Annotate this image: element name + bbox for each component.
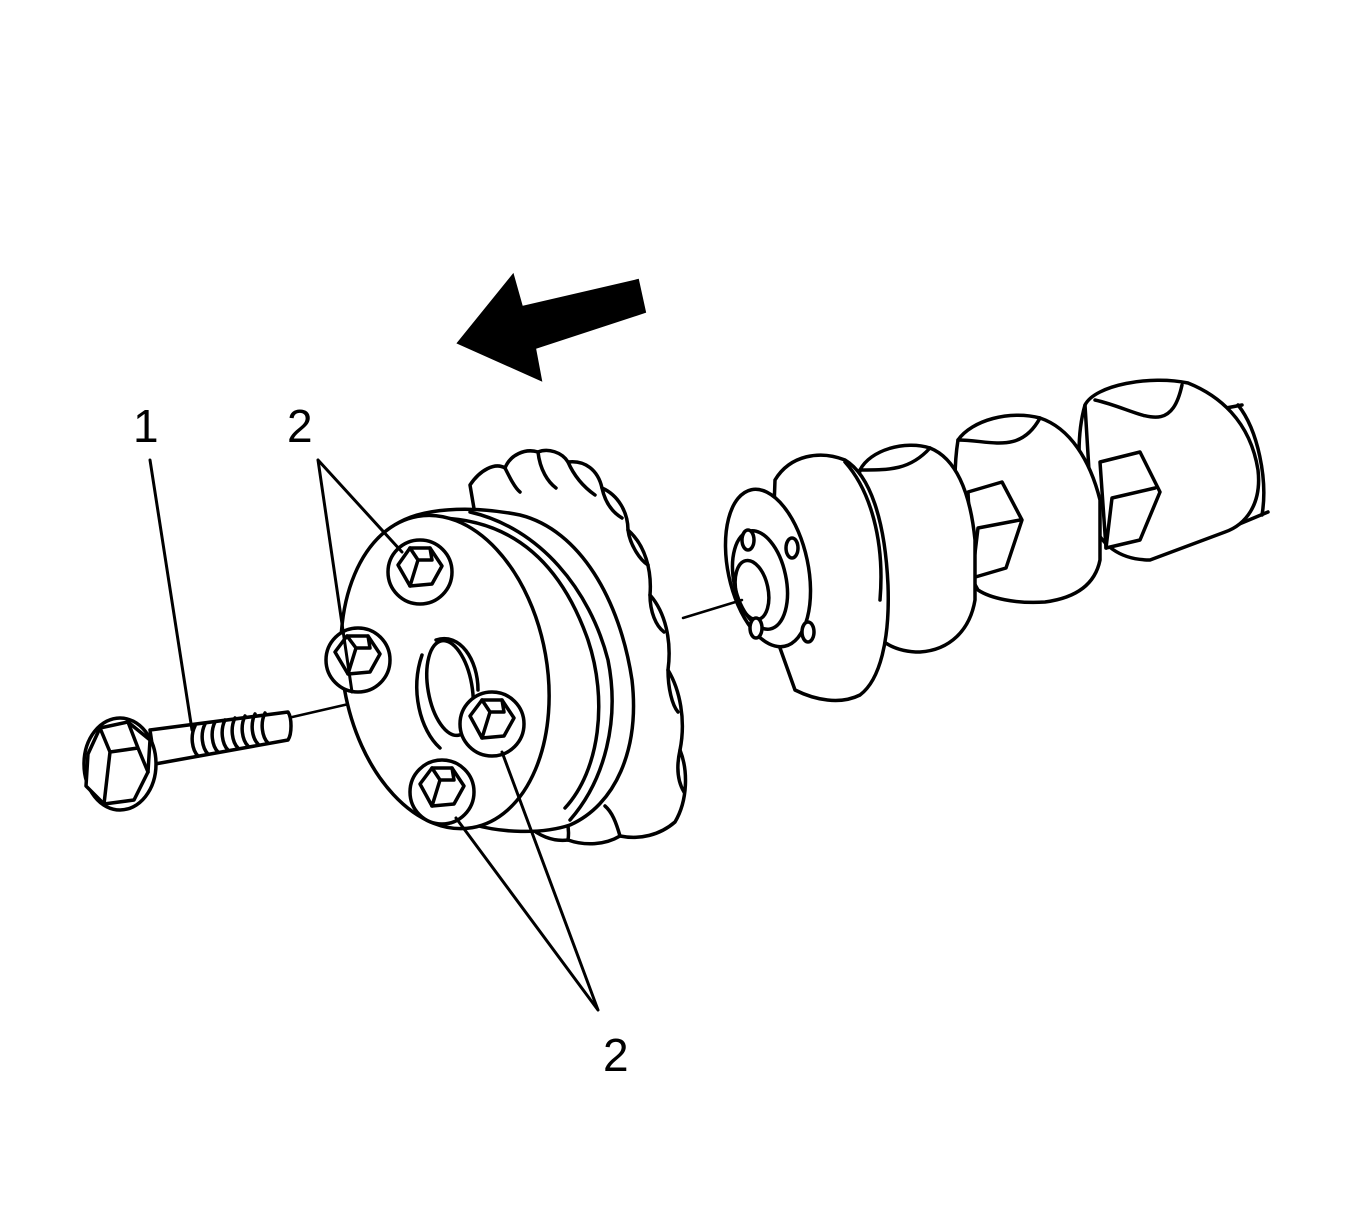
camshaft-sprocket (339, 448, 688, 846)
sprocket-bolt-upper (386, 538, 454, 606)
leader-2-upper (316, 458, 404, 694)
camshaft (723, 378, 1270, 703)
leader-1 (148, 458, 194, 732)
sprocket-center-bolt (82, 710, 293, 812)
leader-2-lower (454, 750, 600, 1012)
direction-arrow-icon (456, 272, 647, 382)
callout-2-upper-label: 2 (287, 400, 313, 452)
sprocket-bolt-left (324, 626, 392, 694)
sprocket-bolt-center (458, 690, 526, 758)
sprocket-bolt-lower (408, 758, 476, 826)
callout-1-label: 1 (133, 400, 159, 452)
callout-2-lower-label: 2 (603, 1029, 629, 1081)
